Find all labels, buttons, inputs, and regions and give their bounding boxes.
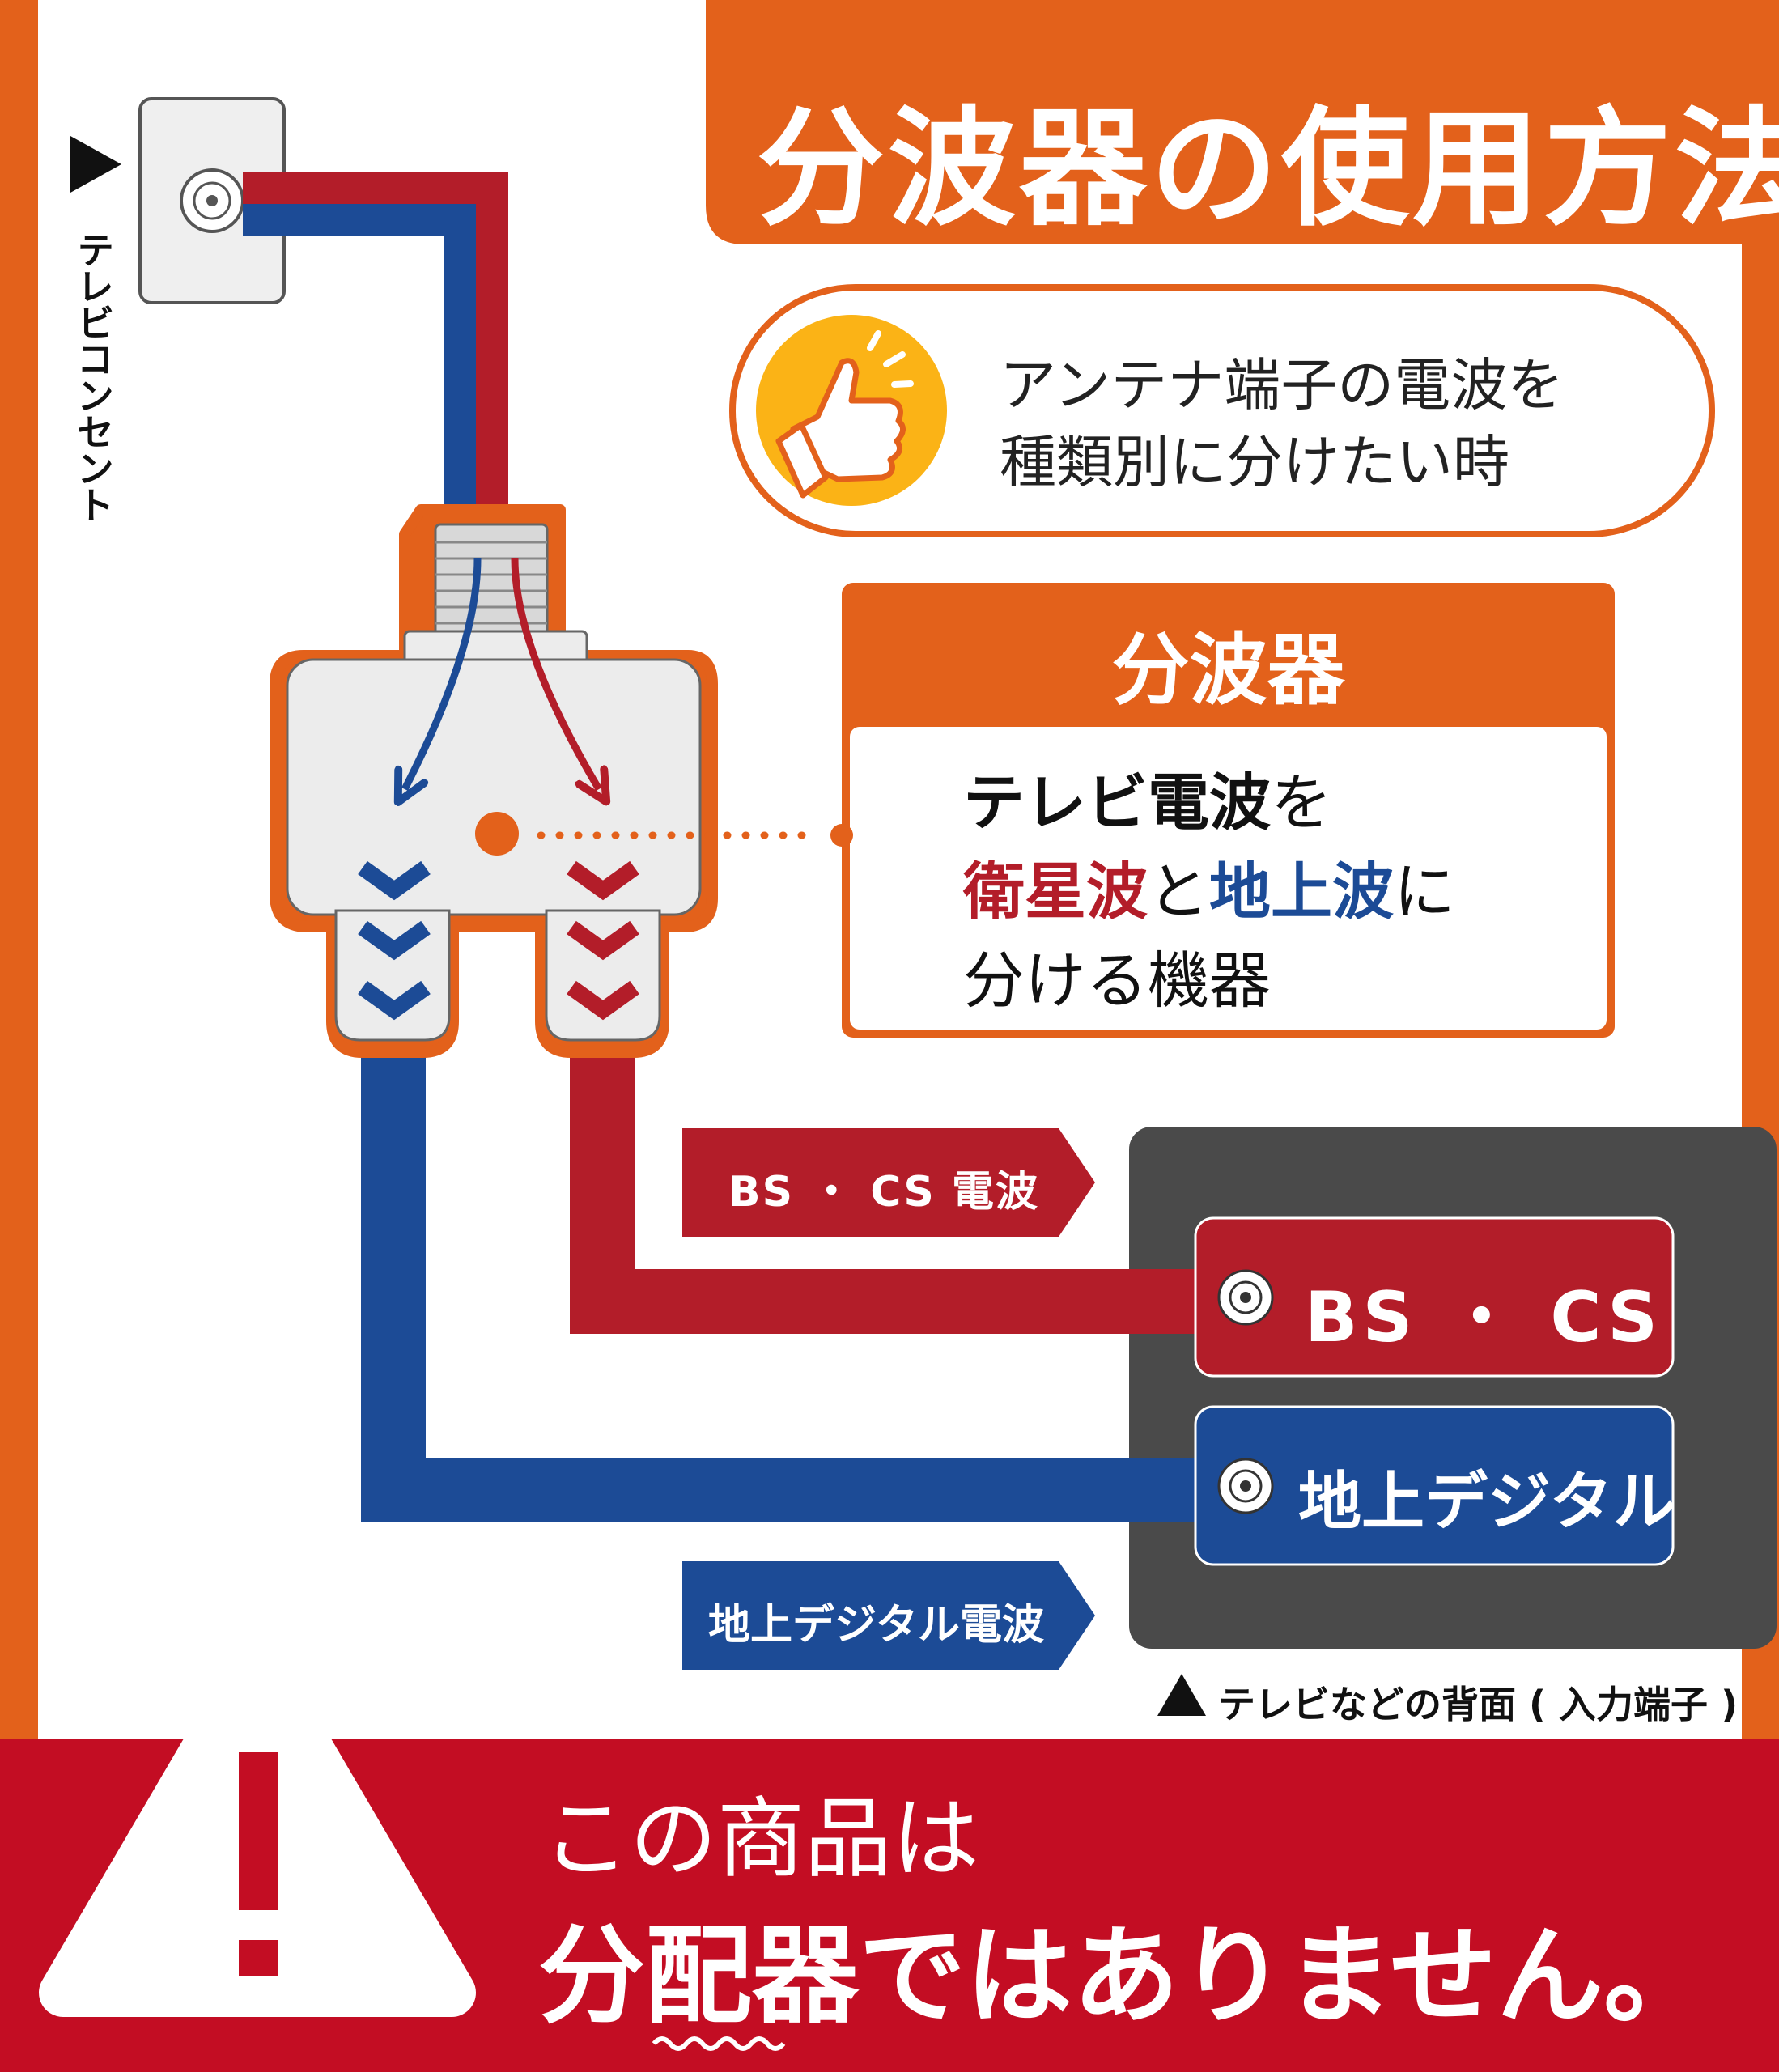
caption-pointer-icon bbox=[1157, 1674, 1206, 1716]
use-case-pill bbox=[729, 284, 1715, 537]
callout-dot bbox=[475, 812, 519, 856]
wall-outlet-label: テレビコンセント bbox=[71, 231, 115, 522]
exclamation-dot-icon bbox=[239, 1940, 278, 1976]
device-name: 分波器 bbox=[1111, 625, 1345, 715]
device-desc-line2: 衛星波と地上波に bbox=[963, 842, 1455, 931]
device-desc-line3: 分ける機器 bbox=[963, 945, 1271, 1017]
terrestrial-wave-label: 地上デジタル電波 bbox=[708, 1601, 1044, 1650]
bs-cs-port-label: BS ・ CS bbox=[1305, 1277, 1663, 1358]
desc-terrestrial-wave: 地上波 bbox=[1209, 856, 1394, 928]
desc-particle-to: と bbox=[1148, 856, 1209, 928]
bs-cs-port bbox=[1194, 1216, 1675, 1378]
page-title: 分波器の使用方法 bbox=[757, 95, 1779, 244]
warning-line1: この商品は bbox=[542, 1789, 980, 1890]
desc-tv-wave: テレビ電波 bbox=[963, 766, 1271, 839]
device-desc-panel bbox=[850, 727, 1607, 1030]
desc-particle-wo: を bbox=[1271, 766, 1332, 839]
red-chevrons bbox=[567, 860, 639, 1021]
terrestrial-port-label: 地上デジタル bbox=[1298, 1466, 1676, 1539]
tv-back-caption: テレビなどの背面 ( 入力端子 ) bbox=[1218, 1683, 1739, 1726]
bs-cs-wave-label: BS ・ CS 電波 bbox=[728, 1168, 1039, 1216]
blue-chevrons bbox=[358, 860, 431, 1021]
bs-cs-wave-tag bbox=[682, 1128, 1095, 1237]
blue-split-arrow bbox=[405, 558, 482, 789]
terrestrial-cable bbox=[361, 1044, 1198, 1522]
emphasis-wave bbox=[652, 2036, 786, 2051]
desc-particle-ni: に bbox=[1394, 856, 1455, 928]
bs-cs-port-icon bbox=[1217, 1269, 1274, 1326]
red-split-arrow bbox=[511, 558, 599, 789]
terrestrial-port bbox=[1194, 1405, 1675, 1566]
terrestrial-port-icon bbox=[1217, 1458, 1274, 1514]
use-case-line2: 種類別に分けたい時 bbox=[1000, 429, 1509, 495]
desc-satellite-wave: 衛星波 bbox=[963, 856, 1148, 928]
thumbs-up-icon bbox=[775, 358, 906, 499]
use-case-line1: アンテナ端子の電波を bbox=[1000, 352, 1565, 418]
outlet-pointer-icon bbox=[70, 136, 121, 193]
input-cable bbox=[243, 172, 508, 534]
device-desc-line1: テレビ電波を bbox=[963, 753, 1332, 842]
exclamation-bar-icon bbox=[239, 1752, 278, 1910]
bs-cs-cable bbox=[570, 1044, 1198, 1334]
tv-back-panel bbox=[1129, 1127, 1777, 1649]
sparkle-icon bbox=[867, 330, 914, 388]
splitter-device bbox=[270, 504, 718, 1058]
warning-line2: 分配器ではありません。 bbox=[538, 1914, 1711, 2039]
title-banner bbox=[706, 0, 1742, 244]
terrestrial-wave-tag bbox=[682, 1561, 1095, 1670]
